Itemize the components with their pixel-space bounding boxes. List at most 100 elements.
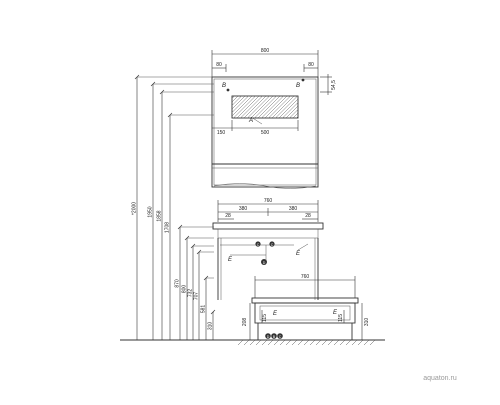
cabinet-width-label: 760 xyxy=(301,274,310,280)
height-tick xyxy=(190,243,196,249)
marker-mid-c xyxy=(261,259,267,265)
mirror-right-offset-label: 80 xyxy=(308,62,314,68)
hatch-line xyxy=(233,96,256,118)
mirror-reflection-curve xyxy=(213,183,317,189)
height-label: 1708 xyxy=(165,222,171,233)
floor-hatch-line xyxy=(285,339,292,346)
hatch-line xyxy=(243,96,267,118)
height-tick xyxy=(167,112,173,118)
vanity-width-label: 760 xyxy=(264,198,273,204)
floor-hatch-line xyxy=(255,339,262,346)
height-tick xyxy=(184,235,190,241)
hatch-line xyxy=(240,96,263,118)
height-label: 1858 xyxy=(157,210,163,221)
height-tick xyxy=(196,249,202,255)
hatch-line xyxy=(321,96,343,118)
floor-hatch-line xyxy=(309,339,316,346)
floor-marker-label: B xyxy=(273,335,276,339)
cabinet-drawer xyxy=(259,305,351,321)
vanity-group: 760 380 380 28 28 E E C C D xyxy=(212,198,324,300)
vanity-e-right-leader xyxy=(297,243,309,251)
hatch-line xyxy=(261,96,284,118)
hatch-line xyxy=(300,96,322,118)
floor-hatch-line xyxy=(315,339,322,346)
vanity-letter-e-left: E xyxy=(228,257,233,263)
hatch-line xyxy=(247,96,270,118)
panel-a-hatching xyxy=(202,96,361,118)
cabinet-leg-right-label: 310 xyxy=(364,318,370,327)
floor-hatching xyxy=(237,339,376,346)
mirror-frame xyxy=(211,76,319,188)
panel-width-label: 500 xyxy=(261,130,270,136)
cabinet-leg-left-label: 208 xyxy=(242,318,248,327)
hatch-line xyxy=(296,116,298,118)
height-label: 800 xyxy=(182,285,188,294)
marker-mid-c-label: D xyxy=(263,261,266,265)
mirror-label-b-left: B xyxy=(222,83,226,89)
floor-marker-label: C xyxy=(279,335,282,339)
floor-hatch-line xyxy=(345,339,352,346)
mirror-width-label: 800 xyxy=(261,48,270,54)
floor-hatch-line xyxy=(351,339,358,346)
hatch-line xyxy=(257,96,281,118)
hatch-line xyxy=(264,96,288,118)
hatch-line xyxy=(318,96,340,118)
floor-hatch-line xyxy=(279,339,286,346)
floor-hatch-line xyxy=(267,339,274,346)
vanity-apron xyxy=(217,228,319,239)
floor-hatch-line xyxy=(237,339,244,346)
floor-marker xyxy=(271,333,277,339)
hatch-line xyxy=(282,102,298,118)
mirror-bracket-left-dot xyxy=(226,88,230,92)
hatch-line xyxy=(232,96,239,103)
hatch-line xyxy=(339,96,361,118)
hatch-line xyxy=(332,96,354,118)
floor-hatch-line xyxy=(333,339,340,346)
hatch-line xyxy=(254,96,277,118)
hatch-line xyxy=(232,96,242,106)
hatch-line xyxy=(335,96,357,118)
floor-hatch-line xyxy=(261,339,268,346)
mirror-group: 800 80 80 54,5 A 150 500 xyxy=(202,48,361,189)
floor-hatch-line xyxy=(273,339,280,346)
vanity-letter-e-right: E xyxy=(296,251,301,257)
floor-hatch-line xyxy=(249,339,256,346)
marker-mid-b xyxy=(269,241,275,247)
hatch-line xyxy=(325,96,347,118)
height-label: *2000 xyxy=(132,202,138,215)
mirror-left-offset-label: 80 xyxy=(216,62,222,68)
height-label: 310 xyxy=(208,322,214,331)
marker-mid-a-label: C xyxy=(257,243,260,247)
floor-hatch-line xyxy=(357,339,364,346)
panel-a-leader xyxy=(250,116,263,125)
floor-hatch-line xyxy=(303,339,310,346)
cabinet-drawer-left-label: 115 xyxy=(262,314,268,322)
floor-hatch-line xyxy=(297,339,304,346)
height-label: 581 xyxy=(201,305,207,314)
height-label: 732 xyxy=(188,289,194,298)
bracket-height-label: 54,5 xyxy=(331,80,337,90)
height-tick xyxy=(134,74,140,80)
marker-mid-a xyxy=(255,241,261,247)
height-label: 870 xyxy=(175,279,181,288)
hatch-line xyxy=(202,96,224,118)
hatch-line xyxy=(304,96,326,118)
mirror-bracket-right-dot xyxy=(301,78,305,82)
floor-marker-label: D xyxy=(267,335,270,339)
vanity-left-inset-label: 28 xyxy=(225,213,231,219)
hatch-line xyxy=(289,109,298,118)
mirror-inner-frame xyxy=(213,78,317,186)
floor-marker xyxy=(265,333,271,339)
hatch-line xyxy=(232,96,249,113)
hatch-line xyxy=(236,96,260,118)
mirror-label-b-right: B xyxy=(296,83,300,89)
hatch-line xyxy=(232,96,253,117)
hatch-line xyxy=(271,96,295,118)
height-tick xyxy=(203,275,209,281)
vanity-left-half-label: 380 xyxy=(239,206,248,212)
hatch-line xyxy=(285,105,298,118)
